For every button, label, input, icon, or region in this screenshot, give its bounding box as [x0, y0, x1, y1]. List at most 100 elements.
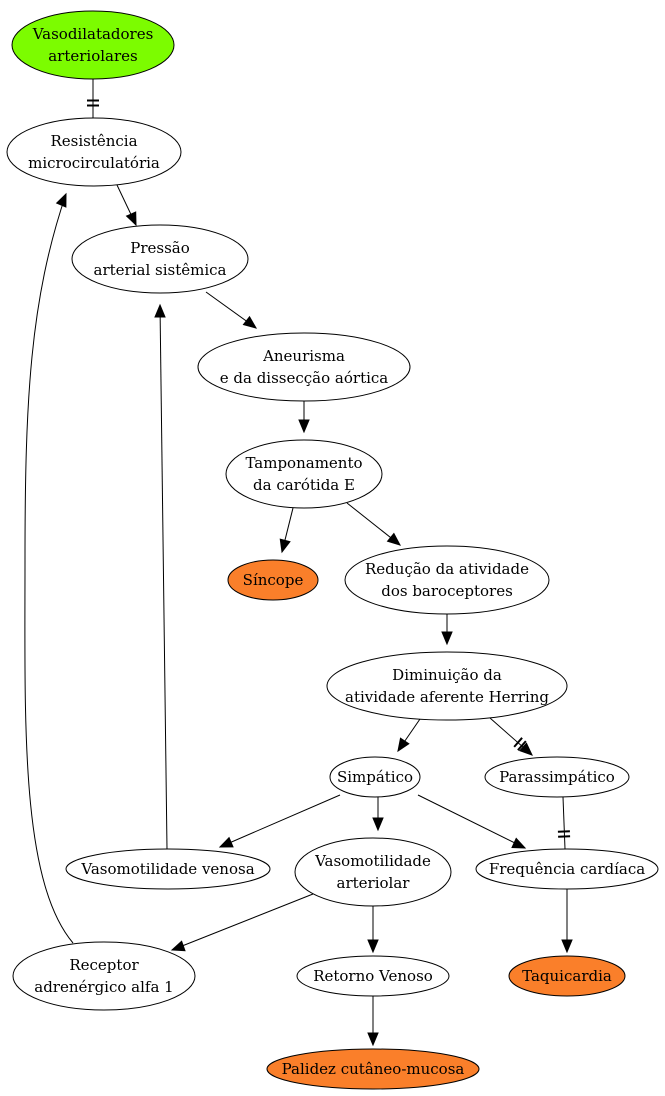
node-pressao-label-2: arterial sistêmica — [94, 261, 227, 279]
edge-resistencia-to-pressao — [116, 184, 137, 227]
edge-vaso-venosa-to-pressao — [154, 303, 168, 850]
node-vaso-arteriolar-shape — [294, 837, 452, 907]
node-frequencia-shape — [475, 848, 659, 890]
edge-receptor-to-resistencia — [24, 192, 74, 944]
edge-simpatico-to-vaso-venosa — [218, 794, 341, 848]
node-vasodilatadores-label-1: Vasodilatadores — [32, 25, 154, 43]
node-pressao: Pressão arterial sistêmica — [71, 224, 249, 294]
node-sincope-shape — [227, 559, 319, 601]
node-receptor-label-2: adrenérgico alfa 1 — [34, 978, 173, 996]
node-taquicardia-shape — [508, 955, 626, 997]
node-frequencia-label-1: Frequência cardíaca — [489, 860, 645, 878]
node-simpatico-label-1: Simpático — [337, 768, 413, 786]
node-tamponamento-shape — [225, 439, 383, 509]
edge-pressao-to-aneurisma — [205, 291, 258, 329]
edge-vasodilatadores-to-resistencia — [87, 79, 99, 118]
edge-diminuicao-to-simpatico — [397, 718, 421, 753]
node-parassimpatico-shape — [484, 756, 630, 798]
edge-parassimpatico-to-frequencia-inhibit-mark — [557, 830, 571, 838]
node-vaso-arteriolar-label-2: arteriolar — [337, 874, 411, 892]
edge-simpatico-to-vaso-arteriolar — [372, 797, 384, 832]
node-vaso-venosa-shape — [65, 848, 271, 890]
edge-diminuicao-to-parassimpatico-arrowhead — [518, 742, 533, 756]
node-palidez-shape — [266, 1048, 480, 1090]
node-diminuicao-label-1: Diminuição da — [392, 666, 502, 684]
node-vaso-arteriolar-label-1: Vasomotilidade — [314, 852, 431, 870]
edge-diminuicao-to-parassimpatico-inhibit-mark — [513, 737, 527, 751]
node-aneurisma-shape — [197, 332, 411, 402]
edges-layer — [24, 79, 573, 1047]
edge-simpatico-to-frequencia — [417, 794, 527, 849]
node-palidez: Palidez cutâneo-mucosa — [266, 1048, 480, 1090]
edge-parassimpatico-to-frequencia-line — [562, 796, 566, 850]
node-vaso-venosa: Vasomotilidade venosa — [65, 848, 271, 890]
edge-aneurisma-to-tamponamento-arrowhead — [298, 419, 310, 434]
node-vasodilatadores-label-2: arteriolares — [48, 47, 138, 65]
node-reducao: Redução da atividade dos baroceptores — [344, 545, 550, 615]
node-taquicardia: Taquicardia — [508, 955, 626, 997]
node-palidez-label-1: Palidez cutâneo-mucosa — [282, 1060, 465, 1078]
edge-parassimpatico-to-frequencia — [557, 796, 571, 850]
node-diminuicao-shape — [326, 651, 568, 721]
node-reducao-label-2: dos baroceptores — [381, 582, 513, 600]
edge-reducao-to-diminuicao — [441, 614, 453, 646]
edge-retorno-to-palidez-arrowhead — [367, 1032, 379, 1047]
edge-tamponamento-to-reducao-arrowhead — [386, 532, 402, 546]
node-retorno-shape — [296, 955, 450, 997]
node-retorno: Retorno Venoso — [296, 955, 450, 997]
edge-simpatico-to-vaso-arteriolar-arrowhead — [372, 817, 384, 832]
node-resistencia-label-1: Resistência — [50, 132, 137, 150]
node-pressao-label-1: Pressão — [130, 239, 190, 257]
node-pressao-shape — [71, 224, 249, 294]
node-tamponamento: Tamponamento da carótida E — [225, 439, 383, 509]
edge-simpatico-to-frequencia-line — [417, 794, 526, 849]
node-resistencia: Resistência microcirculatória — [6, 117, 182, 187]
node-vasodilatadores: Vasodilatadores arteriolares — [11, 10, 175, 80]
node-reducao-label-1: Redução da atividade — [365, 560, 529, 578]
edge-pressao-to-aneurisma-arrowhead — [242, 315, 258, 329]
node-sincope: Síncope — [227, 559, 319, 601]
node-sincope-label-1: Síncope — [243, 571, 304, 589]
edge-vaso-arteriolar-to-receptor-arrowhead — [170, 940, 186, 952]
node-diminuicao: Diminuição da atividade aferente Herring — [326, 651, 568, 721]
node-aneurisma-label-1: Aneurisma — [262, 347, 345, 365]
node-retorno-label-1: Retorno Venoso — [313, 967, 433, 985]
edge-frequencia-to-taquicardia-arrowhead — [561, 939, 573, 954]
edge-aneurisma-to-tamponamento — [298, 401, 310, 434]
edge-tamponamento-to-sincope-arrowhead — [279, 538, 291, 554]
edge-retorno-to-palidez — [367, 996, 379, 1047]
edge-reducao-to-diminuicao-arrowhead — [441, 631, 453, 646]
node-tamponamento-label-2: da carótida E — [253, 476, 355, 494]
edge-tamponamento-to-sincope — [279, 507, 294, 554]
edge-resistencia-to-pressao-arrowhead — [125, 211, 137, 227]
node-diminuicao-label-2: atividade aferente Herring — [345, 688, 549, 706]
edge-vaso-arteriolar-to-retorno-arrowhead — [367, 939, 379, 954]
node-aneurisma-label-2: e da dissecção aórtica — [220, 369, 389, 387]
edge-receptor-to-resistencia-arrowhead — [55, 192, 67, 208]
edge-vaso-venosa-to-pressao-arrowhead — [154, 303, 166, 318]
node-vaso-venosa-label-1: Vasomotilidade venosa — [80, 860, 254, 878]
edge-tamponamento-to-reducao — [346, 502, 402, 546]
edge-vaso-arteriolar-to-receptor-line — [171, 893, 314, 951]
edge-vaso-arteriolar-to-retorno — [367, 906, 379, 954]
node-resistencia-label-2: microcirculatória — [28, 154, 160, 172]
node-reducao-shape — [344, 545, 550, 615]
edge-receptor-to-resistencia-line — [24, 193, 74, 944]
node-frequencia: Frequência cardíaca — [475, 848, 659, 890]
edge-diminuicao-to-parassimpatico — [489, 717, 533, 756]
node-parassimpatico-label-1: Parassimpático — [499, 768, 615, 786]
edge-vasodilatadores-to-resistencia-inhibit-mark — [87, 99, 99, 107]
edge-vaso-venosa-to-pressao-line — [159, 304, 168, 850]
node-tamponamento-label-1: Tamponamento — [245, 454, 362, 472]
node-vasodilatadores-shape — [11, 10, 175, 80]
edge-frequencia-to-taquicardia — [561, 889, 573, 954]
edge-vaso-arteriolar-to-receptor — [170, 893, 314, 952]
node-receptor-shape — [12, 941, 196, 1011]
node-simpatico: Simpático — [329, 756, 421, 798]
node-taquicardia-label-1: Taquicardia — [522, 967, 612, 985]
node-resistencia-shape — [6, 117, 182, 187]
node-simpatico-shape — [329, 756, 421, 798]
